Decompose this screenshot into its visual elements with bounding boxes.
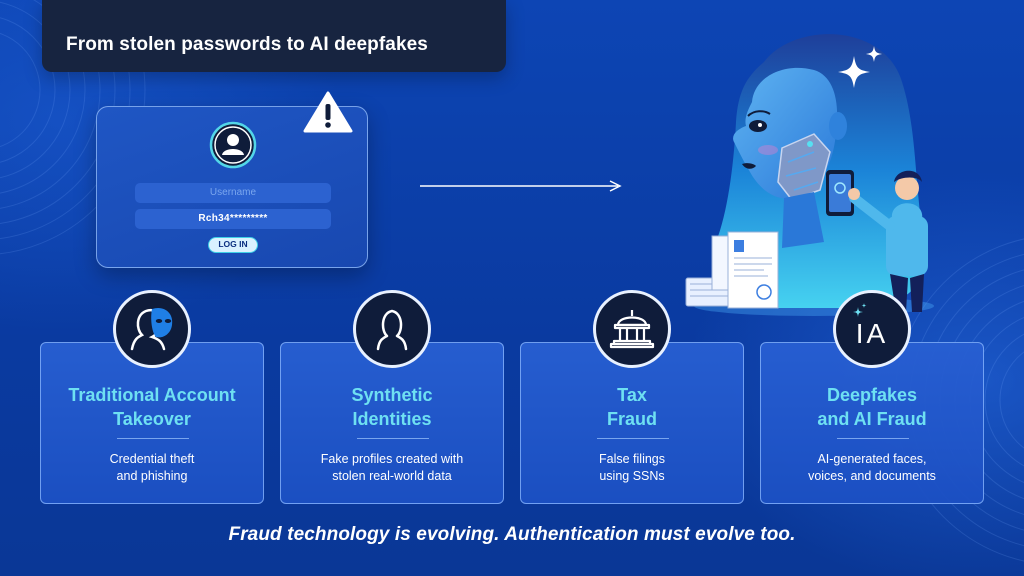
card-title-line: Deepfakes	[826, 385, 918, 405]
card-title: Traditional Account Takeover	[49, 383, 255, 431]
person-outline-icon	[353, 290, 431, 368]
card-desc-line: stolen real-world data	[332, 469, 452, 483]
ai-icon-text: IA	[856, 318, 888, 349]
card-description: Fake profiles created with stolen real-w…	[291, 451, 493, 485]
divider	[357, 438, 429, 439]
card-title: Deepfakes and AI Fraud	[769, 383, 975, 431]
tagline: Fraud technology is evolving. Authentica…	[228, 524, 796, 545]
card-desc-line: Fake profiles created with	[320, 452, 464, 466]
card-synthetic-identities: Synthetic Identities Fake profiles creat…	[280, 342, 504, 504]
username-field: Username	[135, 183, 331, 203]
card-title: Tax Fraud	[529, 383, 735, 431]
card-traditional-account-takeover: Traditional Account Takeover Credential …	[40, 342, 264, 504]
card-desc-line: using SSNs	[599, 469, 665, 483]
card-title-line: Takeover	[113, 409, 191, 429]
login-card-illustration: Username Rch34********* LOG IN	[96, 106, 368, 268]
card-title-line: Synthetic	[351, 385, 433, 405]
card-title-line: and AI Fraud	[817, 409, 927, 429]
password-field: Rch34*********	[135, 209, 331, 229]
divider	[597, 438, 669, 439]
card-title-line: Fraud	[606, 409, 657, 429]
sparkle-icon	[838, 46, 882, 88]
card-deepfakes-ai-fraud: Deepfakes and AI Fraud AI-generated face…	[760, 342, 984, 504]
warning-icon	[303, 91, 353, 133]
card-tax-fraud: Tax Fraud False filings using SSNs	[520, 342, 744, 504]
card-desc-line: AI-generated faces,	[817, 452, 927, 466]
login-button: LOG IN	[208, 237, 258, 253]
title-bar: From stolen passwords to AI deepfakes	[42, 0, 506, 72]
card-desc-line: and phishing	[116, 469, 188, 483]
card-title: Synthetic Identities	[289, 383, 495, 431]
page-title: From stolen passwords to AI deepfakes	[66, 34, 428, 55]
card-description: False filings using SSNs	[531, 451, 733, 485]
card-title-line: Tax	[617, 385, 647, 405]
ai-sparkle-icon: IA	[833, 290, 911, 368]
user-avatar-icon	[209, 121, 257, 169]
card-desc-line: False filings	[599, 452, 665, 466]
divider	[117, 438, 189, 439]
card-title-line: Identities	[352, 409, 432, 429]
card-description: AI-generated faces, voices, and document…	[771, 451, 973, 485]
arrow-right-icon	[420, 180, 622, 192]
card-title-line: Traditional Account	[68, 385, 236, 405]
government-building-icon	[593, 290, 671, 368]
ai-deepfake-illustration	[685, 34, 934, 316]
card-desc-line: Credential theft	[109, 452, 195, 466]
divider	[837, 438, 909, 439]
card-description: Credential theft and phishing	[51, 451, 253, 485]
card-desc-line: voices, and documents	[808, 469, 936, 483]
masked-face-icon	[113, 290, 191, 368]
